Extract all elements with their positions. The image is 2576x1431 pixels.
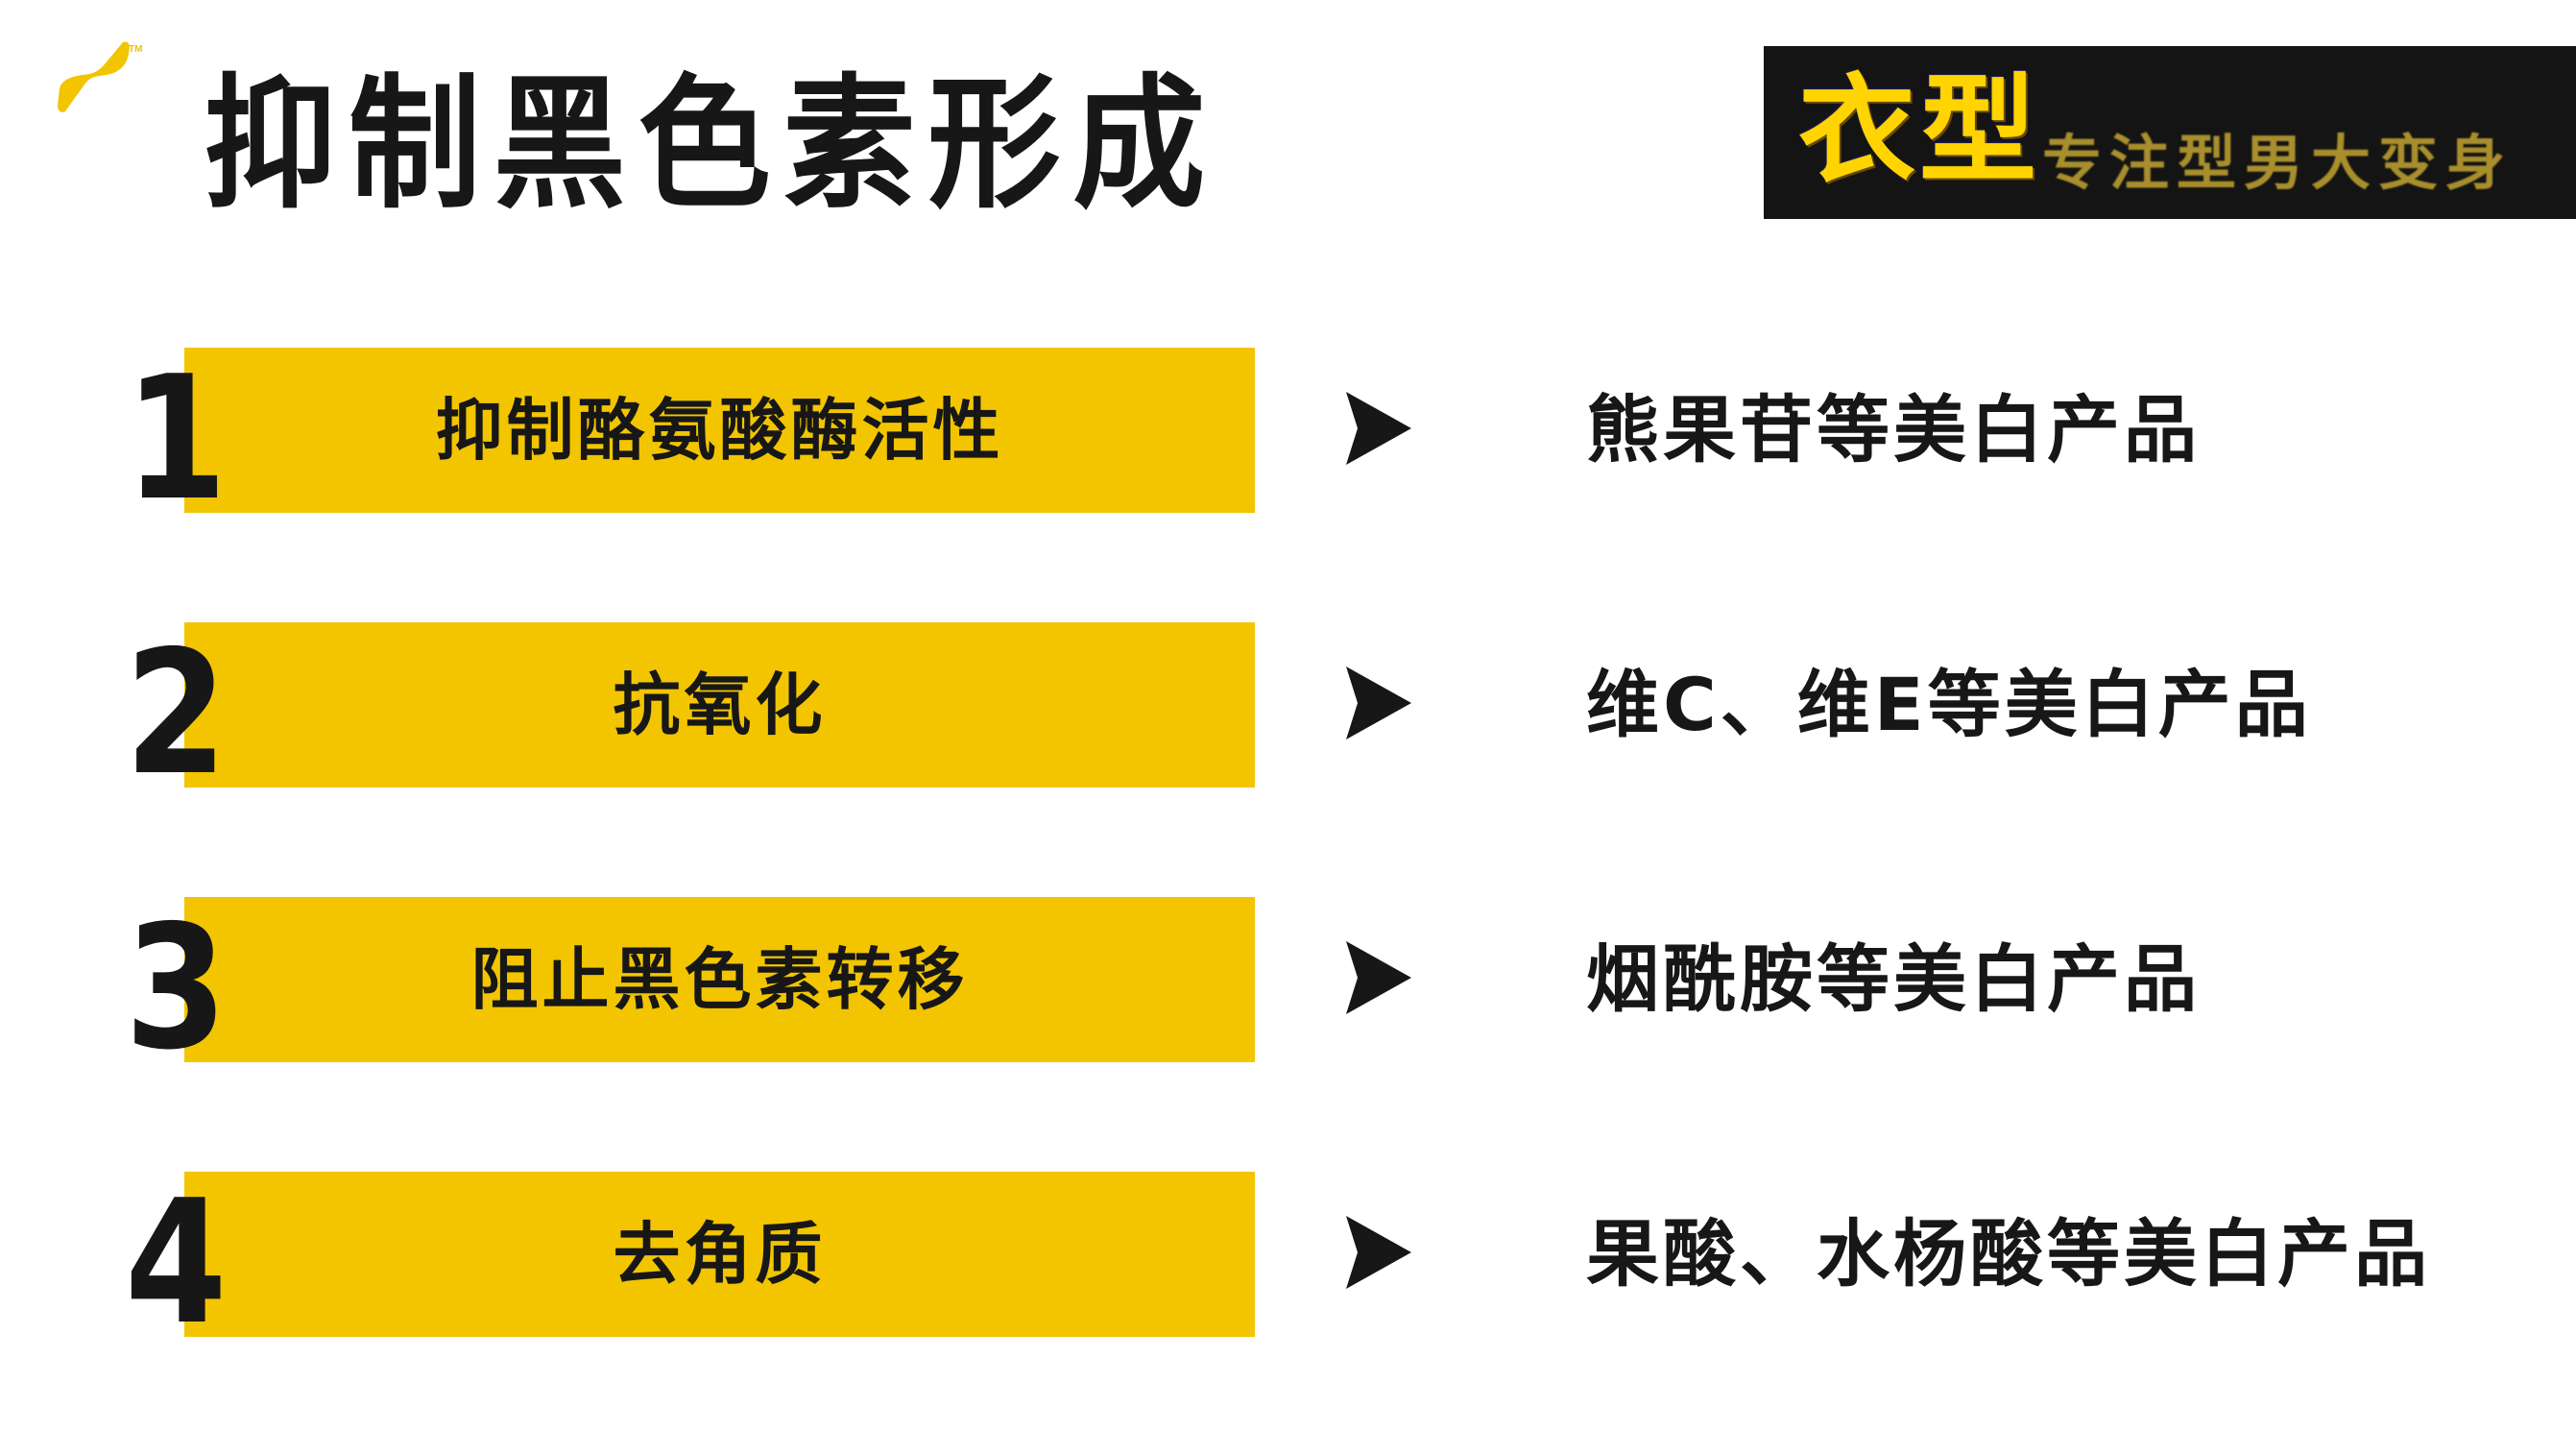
arrow-right-icon bbox=[1346, 667, 1411, 740]
method-label: 抗氧化 bbox=[613, 666, 827, 744]
brand-banner-name: 衣型 bbox=[1798, 62, 2040, 199]
method-bar: 抗氧化 bbox=[184, 622, 1255, 788]
row-number: 3 bbox=[125, 888, 228, 1087]
method-bar: 去角质 bbox=[184, 1172, 1255, 1337]
arrow-right-icon bbox=[1346, 1216, 1411, 1289]
method-label: 阻止黑色素转移 bbox=[470, 940, 969, 1019]
result-text: 烟酰胺等美白产品 bbox=[1586, 936, 2201, 1022]
row-number: 4 bbox=[125, 1163, 228, 1362]
brand-banner: 衣型 专注型男大变身 bbox=[1764, 46, 2576, 219]
method-bar: 抑制酪氨酸酶活性 bbox=[184, 348, 1255, 513]
result-text: 果酸、水杨酸等美白产品 bbox=[1586, 1211, 2431, 1297]
trademark-mark: TM bbox=[129, 44, 143, 55]
method-label: 去角质 bbox=[613, 1215, 827, 1294]
method-label: 抑制酪氨酸酶活性 bbox=[435, 391, 1004, 470]
row-number: 2 bbox=[125, 614, 228, 813]
arrow-right-icon bbox=[1346, 941, 1411, 1014]
method-row-2: 2 抗氧化 维C、维E等美白产品 bbox=[0, 614, 2576, 813]
brand-logo-icon bbox=[58, 41, 130, 112]
row-number: 1 bbox=[125, 339, 228, 538]
page-title: 抑制黑色素形成 bbox=[204, 61, 1218, 229]
result-text: 维C、维E等美白产品 bbox=[1586, 662, 2312, 747]
method-row-1: 1 抑制酪氨酸酶活性 熊果苷等美白产品 bbox=[0, 339, 2576, 538]
method-bar: 阻止黑色素转移 bbox=[184, 897, 1255, 1062]
result-text: 熊果苷等美白产品 bbox=[1586, 387, 2201, 473]
method-row-3: 3 阻止黑色素转移 烟酰胺等美白产品 bbox=[0, 888, 2576, 1087]
method-row-4: 4 去角质 果酸、水杨酸等美白产品 bbox=[0, 1163, 2576, 1362]
brand-banner-tagline: 专注型男大变身 bbox=[2042, 128, 2514, 198]
arrow-right-icon bbox=[1346, 392, 1411, 465]
